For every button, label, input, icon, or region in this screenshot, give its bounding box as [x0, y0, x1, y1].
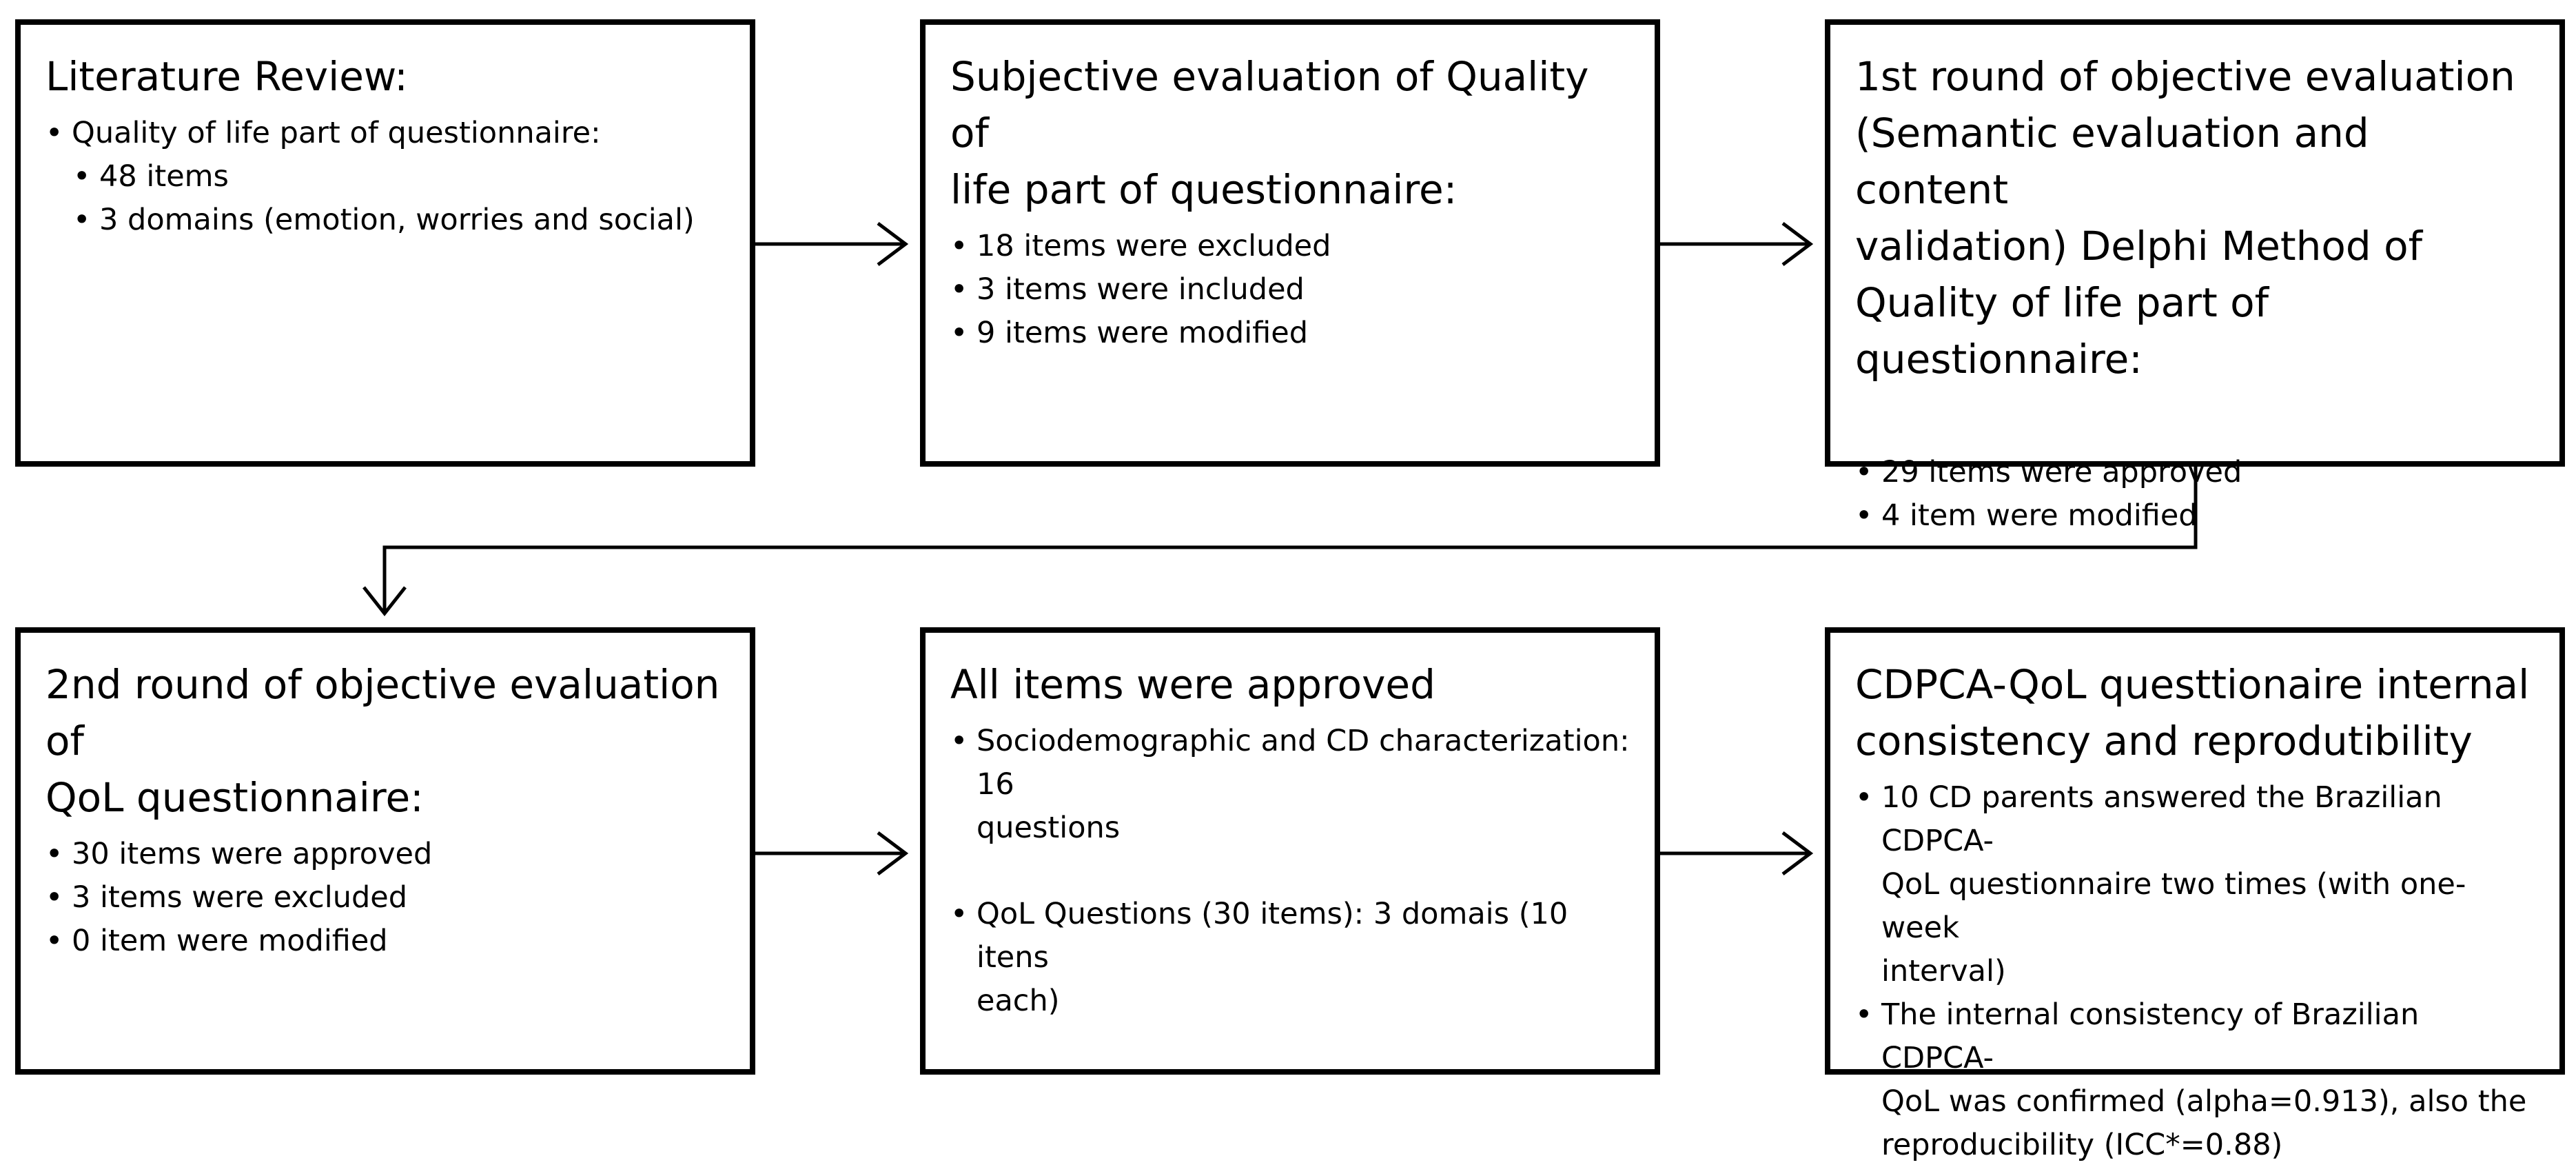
literature-review-title: Literature Review:	[45, 53, 408, 100]
all-items-approved-item: Sociodemographic and CD characterization…	[950, 720, 1630, 850]
arrowhead-delphi1-to-round2	[362, 586, 407, 617]
cdpca-qol-item: 10 CD parents answered the Brazilian CDP…	[1855, 776, 2535, 993]
round2-item: 30 items were approved	[45, 833, 725, 876]
round2-list: 30 items were approved 3 items were excl…	[45, 833, 725, 963]
delphi-round1-list: 29 items were approved 4 item were modif…	[1855, 451, 2535, 538]
delphi-round1-item: 29 items were approved	[1855, 451, 2535, 494]
round2-item: 0 item were modified	[45, 920, 725, 963]
all-items-approved-item: QoL Questions (30 items): 3 domais (10 i…	[950, 893, 1630, 1023]
literature-review-list: Quality of life part of questionnaire:	[45, 112, 725, 155]
literature-review-box: Literature Review: Quality of life part …	[15, 19, 755, 467]
all-items-approved-box: All items were approved Sociodemographic…	[920, 627, 1660, 1075]
cdpca-qol-title: CDPCA-QoL questtionaire internal consist…	[1855, 661, 2530, 764]
all-items-approved-title: All items were approved	[950, 661, 1435, 708]
all-items-approved-list: Sociodemographic and CD characterization…	[950, 720, 1630, 1023]
round2-box: 2nd round of objective evaluation of QoL…	[15, 627, 755, 1075]
literature-review-sublist: 48 items 3 domains (emotion, worries and…	[73, 155, 725, 242]
literature-review-subitem: 48 items	[73, 155, 725, 199]
arrowhead-approved-to-cdpca	[1781, 831, 1814, 875]
round2-item: 3 items were excluded	[45, 876, 725, 920]
flow-diagram: Literature Review: Quality of life part …	[0, 0, 2576, 1085]
delphi-round1-item: 4 item were modified	[1855, 494, 2535, 538]
subjective-evaluation-item: 18 items were excluded	[950, 225, 1630, 268]
subjective-evaluation-title: Subjective evaluation of Quality of life…	[950, 53, 1589, 213]
arrowhead-round2-to-approved	[877, 831, 909, 875]
subjective-evaluation-item: 9 items were modified	[950, 312, 1630, 355]
cdpca-qol-item: The internal consistency of Brazilian CD…	[1855, 993, 2535, 1167]
cdpca-qol-list: 10 CD parents answered the Brazilian CDP…	[1855, 776, 2535, 1167]
delphi-round1-title: 1st round of objective evaluation (Seman…	[1855, 53, 2515, 383]
literature-review-item: Quality of life part of questionnaire:	[45, 112, 725, 155]
delphi-round1-box: 1st round of objective evaluation (Seman…	[1825, 19, 2565, 538]
subjective-evaluation-list: 18 items were excluded 3 items were incl…	[950, 225, 1630, 355]
cdpca-qol-box: CDPCA-QoL questtionaire internal consist…	[1825, 627, 2565, 1162]
literature-review-subitem: 3 domains (emotion, worries and social)	[73, 199, 725, 242]
subjective-evaluation-box: Subjective evaluation of Quality of life…	[920, 19, 1660, 467]
subjective-evaluation-item: 3 items were included	[950, 268, 1630, 312]
arrowhead-literature-to-subjective	[877, 222, 909, 266]
arrowhead-subjective-to-delphi1	[1781, 222, 1814, 266]
round2-title: 2nd round of objective evaluation of QoL…	[45, 661, 720, 821]
